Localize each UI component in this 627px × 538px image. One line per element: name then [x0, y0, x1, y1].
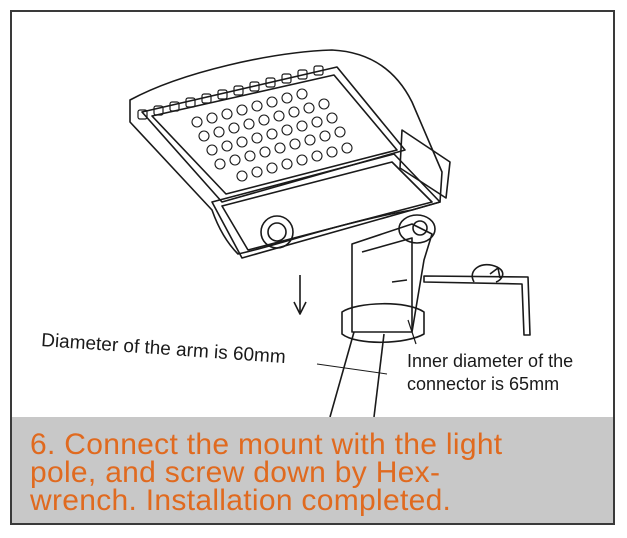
- caption-line3: wrench. Installation completed.: [30, 484, 452, 517]
- led-fixture: [129, 49, 451, 259]
- caption-line2: pole, and screw down by Hex-: [30, 456, 441, 489]
- hex-wrench: [423, 263, 531, 336]
- slip-fitter-mount: [341, 214, 436, 344]
- connector-diameter-line1: Inner diameter of the: [407, 351, 574, 371]
- figure-frame: Diameter of the arm is 60mm Inner diamet…: [10, 10, 615, 525]
- connector-leader-line: [407, 319, 417, 345]
- down-arrow-icon: [293, 275, 307, 315]
- photocell-sensor: [260, 215, 294, 249]
- light-pole: [316, 331, 388, 417]
- led-array: [191, 88, 353, 182]
- connector-diameter-line2: connector is 65mm: [407, 374, 560, 394]
- connector-diameter-label: Inner diameter of the connector is 65mm: [407, 350, 573, 396]
- rotation-arrow-icon: [471, 263, 504, 283]
- installation-drawing: [129, 49, 531, 417]
- step-caption-box: 6. Connect the mount with the light pole…: [12, 417, 613, 523]
- step-caption: 6. Connect the mount with the light pole…: [30, 428, 600, 517]
- caption-line1: 6. Connect the mount with the light: [30, 428, 503, 461]
- cooling-fins: [137, 65, 324, 120]
